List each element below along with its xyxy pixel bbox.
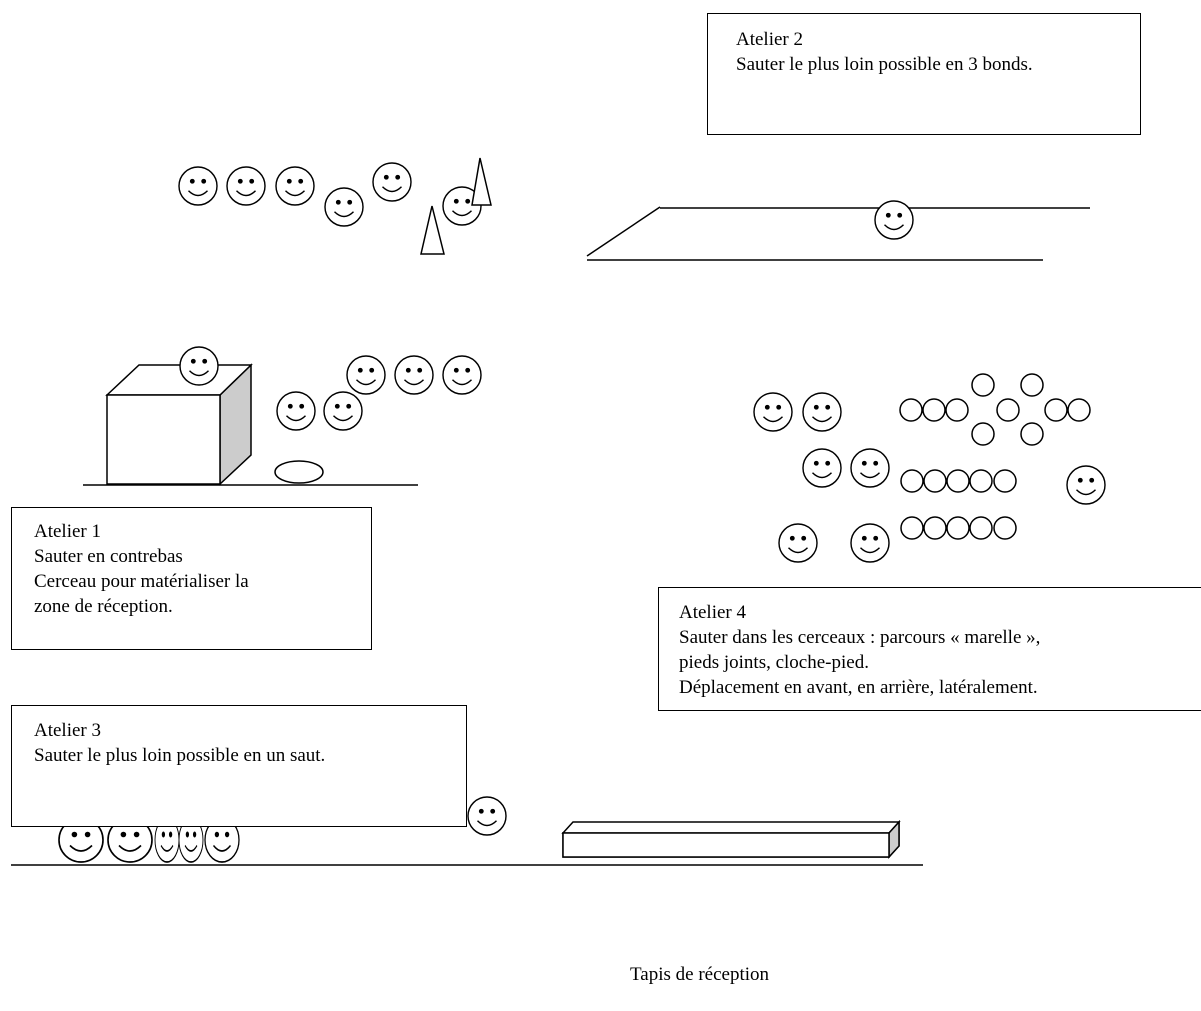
hoop-icon (969, 469, 993, 493)
hoop-icon (996, 398, 1020, 422)
smiley-face-icon (778, 523, 818, 563)
cone-icon (471, 157, 492, 206)
smiley-face-icon (442, 186, 482, 226)
atelier1-line2: Cerceau pour matérialiser la (34, 571, 249, 592)
smiley-face-icon (802, 392, 842, 432)
smiley-face-icon (346, 355, 386, 395)
hoop-icon (899, 398, 923, 422)
smiley-face-icon (275, 166, 315, 206)
smiley-face-icon (394, 355, 434, 395)
hoop-icon (946, 516, 970, 540)
atelier3-title: Atelier 3 (34, 720, 102, 741)
smiley-face-icon (442, 355, 482, 395)
hoop-icon (923, 469, 947, 493)
hoop-icon (274, 460, 324, 484)
atelier1-title: Atelier 1 (34, 521, 102, 542)
hoop-icon (1020, 373, 1044, 397)
hoop-icon (922, 398, 946, 422)
atelier4-hoops-course (899, 373, 1091, 540)
smiley-face-icon (1066, 465, 1106, 505)
smiley-face-icon (179, 346, 219, 386)
atelier3-box: Atelier 3 Sauter le plus loin possible e… (11, 705, 467, 827)
cone-icon (420, 205, 445, 255)
atelier4-children (753, 392, 1106, 563)
atelier4-title: Atelier 4 (679, 602, 747, 623)
hoop-icon (900, 469, 924, 493)
atelier2-children (178, 157, 492, 255)
smiley-face-icon (850, 523, 890, 563)
hoop-icon (993, 469, 1017, 493)
smiley-face-icon (324, 187, 364, 227)
atelier2-title: Atelier 2 (736, 29, 804, 50)
block-front (106, 394, 221, 485)
smiley-face-icon (874, 200, 914, 240)
hoop-icon (969, 516, 993, 540)
smiley-face-icon (850, 448, 890, 488)
atelier1-line3: zone de réception. (34, 596, 173, 617)
atelier1-children (276, 355, 482, 431)
atelier4-box: Atelier 4 Sauter dans les cerceaux : par… (658, 587, 1201, 711)
atelier4-line3: Déplacement en avant, en arrière, latéra… (679, 677, 1038, 698)
hoop-icon (971, 422, 995, 446)
atelier1-box: Atelier 1 Sauter en contrebas Cerceau po… (11, 507, 372, 650)
smiley-face-icon (802, 448, 842, 488)
atelier3-line1: Sauter le plus loin possible en un saut. (34, 745, 326, 766)
hoop-icon (900, 516, 924, 540)
smiley-face-icon (226, 166, 266, 206)
hoop-icon (923, 516, 947, 540)
hoop-icon (971, 373, 995, 397)
smiley-face-icon (178, 166, 218, 206)
hoop-icon (1044, 398, 1068, 422)
atelier3-children (58, 796, 507, 863)
hoop-icon (945, 398, 969, 422)
smiley-face-icon (107, 817, 153, 863)
smiley-face-icon (323, 391, 363, 431)
smiley-face-icon (276, 391, 316, 431)
hoop-icon (946, 469, 970, 493)
hoop-icon (1020, 422, 1044, 446)
mat-caption: Tapis de réception (630, 964, 770, 985)
smiley-face-icon (58, 817, 104, 863)
atelier1-line1: Sauter en contrebas (34, 546, 183, 567)
smiley-face-icon (467, 796, 507, 836)
smiley-face-icon (372, 162, 412, 202)
atelier2-box: Atelier 2 Sauter le plus loin possible e… (707, 13, 1141, 135)
atelier4-line1: Sauter dans les cerceaux : parcours « ma… (679, 627, 1041, 648)
atelier2-runway (586, 200, 1090, 261)
mat-icon (561, 820, 901, 859)
atelier1-block (105, 346, 253, 486)
hoop-icon (993, 516, 1017, 540)
hoop-icon (1067, 398, 1091, 422)
atelier2-description: Sauter le plus loin possible en 3 bonds. (736, 54, 1033, 75)
smiley-face-icon (753, 392, 793, 432)
atelier4-line2: pieds joints, cloche-pied. (679, 652, 869, 673)
